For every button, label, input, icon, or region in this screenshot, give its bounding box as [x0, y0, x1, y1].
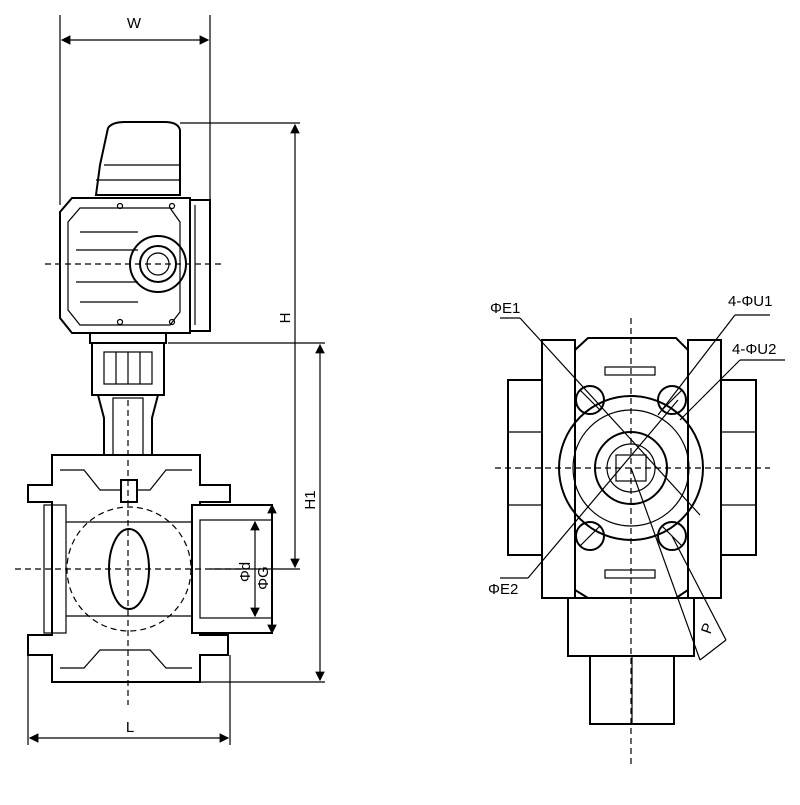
dimension-w: W [59, 15, 211, 205]
dimension-h: H [180, 122, 300, 570]
port-left [507, 339, 576, 599]
port-right [687, 339, 757, 599]
actuator-body [59, 197, 211, 334]
label-g: ΦG [255, 566, 272, 590]
actuator-cap [94, 121, 181, 196]
side-view: W H H1 Φd ΦG L [15, 15, 325, 745]
label-p: P [698, 621, 717, 636]
dimension-h1: H1 [168, 342, 325, 683]
dimension-l: L [27, 655, 231, 745]
label-l: L [126, 719, 134, 736]
label-e2: ΦE2 [488, 581, 518, 598]
dimension-d-g: Φd ΦG [237, 503, 277, 635]
label-h: H [277, 313, 294, 324]
label-e1: ΦE1 [490, 300, 520, 317]
label-u2: 4-ΦU2 [732, 341, 776, 358]
port-bottom [567, 597, 695, 725]
top-view: P ΦE1 ΦE2 4-ΦU1 4-ΦU2 [488, 293, 785, 765]
label-u1: 4-ΦU1 [728, 293, 772, 310]
label-w: W [127, 15, 142, 32]
label-d: Φd [237, 562, 254, 582]
mounting-bracket [89, 332, 167, 456]
label-h1: H1 [302, 490, 319, 509]
